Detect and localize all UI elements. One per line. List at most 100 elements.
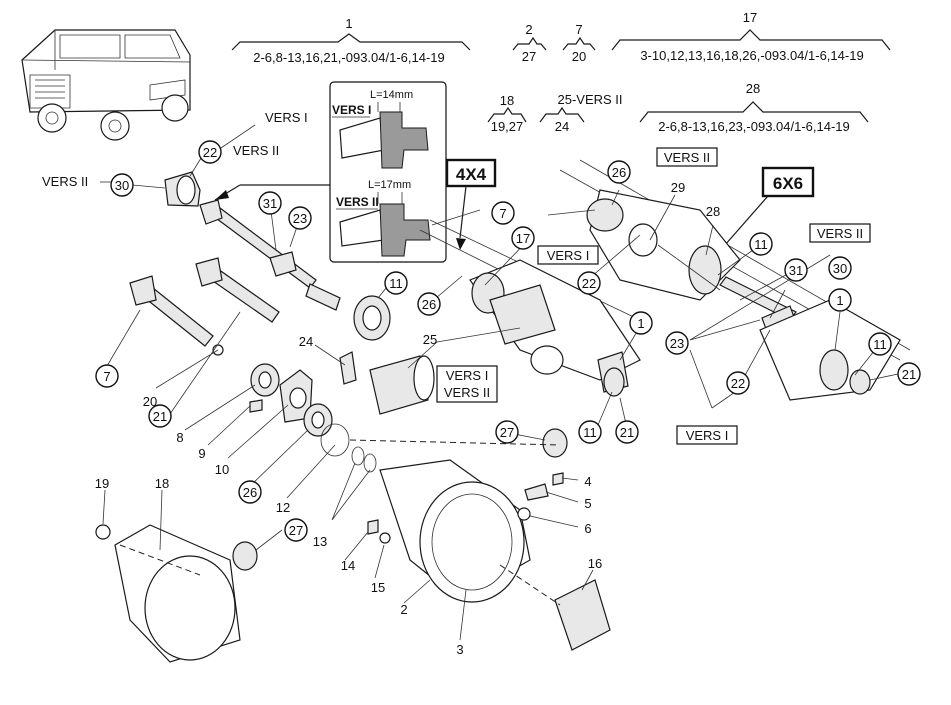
group-17-number: 17 (743, 10, 757, 25)
axle-housing-4x4 (469, 259, 641, 381)
svg-text:11: 11 (583, 425, 597, 440)
svg-text:31: 31 (263, 196, 277, 211)
callout-7: 7 (95, 364, 119, 388)
inset-dim-1 (377, 102, 401, 112)
inset-yoke-2 (379, 203, 431, 257)
group-25-number: 25-VERS II (557, 92, 622, 107)
callout-22: 22 (577, 271, 601, 295)
shaft-tail (305, 283, 341, 311)
callout-26: 26 (417, 292, 441, 316)
svg-text:31: 31 (789, 263, 803, 278)
svg-text:21: 21 (153, 409, 167, 424)
callout-21: 21 (148, 404, 172, 428)
group-17-brace (611, 29, 891, 51)
inset-vers-ii-label: VERS II (336, 195, 379, 209)
variant-6x6-label: 6X6 (773, 174, 803, 193)
label-29: 29 (671, 180, 685, 195)
svg-text:30: 30 (115, 178, 129, 193)
group-2: 2 27 (512, 22, 547, 64)
group-28-brace (639, 101, 869, 123)
group-7-number: 7 (575, 22, 582, 37)
callout-31: 31 (784, 258, 808, 282)
callout-30: 30 (828, 256, 852, 280)
sleeve-part-25-end (413, 355, 435, 401)
vehicle-illustration (21, 29, 191, 141)
group-7-text: 20 (572, 49, 586, 64)
transfer-case-flange (419, 481, 525, 603)
group-1: 1 2-6,8-13,16,21,-093.04/1-6,14-19 (231, 16, 471, 65)
svg-text:23: 23 (670, 336, 684, 351)
svg-text:11: 11 (389, 276, 403, 291)
group-25-brace (539, 106, 585, 123)
svg-text:1: 1 (836, 293, 843, 308)
arrow-head-shaft (215, 190, 229, 200)
flange-face (176, 175, 196, 205)
shaft-collar (269, 251, 297, 277)
callout-23: 23 (288, 206, 312, 230)
group-25-text: 24 (555, 119, 569, 134)
label-19: 19 (95, 476, 109, 491)
diff-cover-6x6 (688, 245, 722, 295)
label-vers-ii-left: VERS II (42, 174, 88, 189)
svg-text:22: 22 (731, 376, 745, 391)
group-2-text: 27 (522, 49, 536, 64)
vehicle-front-hub (45, 111, 59, 125)
bolt-part-4 (552, 472, 564, 486)
svg-text:11: 11 (873, 337, 887, 352)
variant-4x4-label: 4X4 (456, 165, 487, 184)
circlip-part-13b (363, 453, 377, 473)
group-18-text: 19,27 (491, 119, 524, 134)
short-shaft-7-spline (129, 275, 157, 306)
bolt-part-9 (249, 399, 263, 413)
label-24: 24 (299, 334, 313, 349)
svg-text:1: 1 (637, 316, 644, 331)
arrow-4x4-head (456, 238, 466, 250)
svg-text:26: 26 (422, 297, 436, 312)
callout-11: 11 (578, 420, 602, 444)
washer-part-6 (517, 507, 531, 521)
vehicle-front-wheel (37, 103, 67, 133)
assembly-center-lines (119, 439, 561, 606)
label-vers-i-22: VERS I (547, 248, 590, 263)
svg-text:7: 7 (499, 206, 506, 221)
group-1-brace (231, 33, 471, 51)
rear-diff-cover (819, 349, 849, 391)
svg-text:11: 11 (754, 237, 768, 252)
label-3: 3 (456, 642, 463, 657)
label-12: 12 (276, 500, 290, 515)
svg-text:26: 26 (243, 485, 257, 500)
label-6: 6 (584, 521, 591, 536)
inset-yoke-1 (379, 111, 429, 169)
callout-1: 1 (629, 311, 653, 335)
label-16: 16 (588, 556, 602, 571)
variant-6x6-box (761, 166, 815, 198)
output-shaft-part-16 (554, 579, 611, 651)
inset-dim-2 (377, 192, 403, 204)
group-7: 7 20 (562, 22, 596, 64)
group-1-text: 2-6,8-13,16,21,-093.04/1-6,14-19 (253, 50, 445, 65)
group-28-number: 28 (746, 81, 760, 96)
group-2-number: 2 (525, 22, 532, 37)
svg-text:21: 21 (902, 367, 916, 382)
snap-ring-part-12 (320, 423, 350, 457)
group-2-brace (512, 36, 547, 51)
label-25: 25 (423, 332, 437, 347)
label-15: 15 (371, 580, 385, 595)
gasket-part-3 (431, 493, 513, 591)
rear-output-flange (849, 369, 871, 395)
box-vers-i-22 (537, 245, 599, 265)
seal-part-8-bore (258, 371, 272, 389)
label-5: 5 (584, 496, 591, 511)
variant-4x4-box (445, 158, 497, 188)
vehicle-rear-wheel (161, 94, 189, 122)
box-vers-ii-29 (656, 147, 718, 167)
callout-22: 22 (726, 371, 750, 395)
leader-lines (102, 124, 899, 641)
inset-length-2: L=17mm (368, 179, 411, 191)
label-vers-i-25: VERS I (446, 368, 489, 383)
callout-17: 17 (511, 226, 535, 250)
axle-bore-6x6 (628, 223, 658, 257)
label-vers-i-top: VERS I (265, 110, 308, 125)
callout-26: 26 (607, 160, 631, 184)
